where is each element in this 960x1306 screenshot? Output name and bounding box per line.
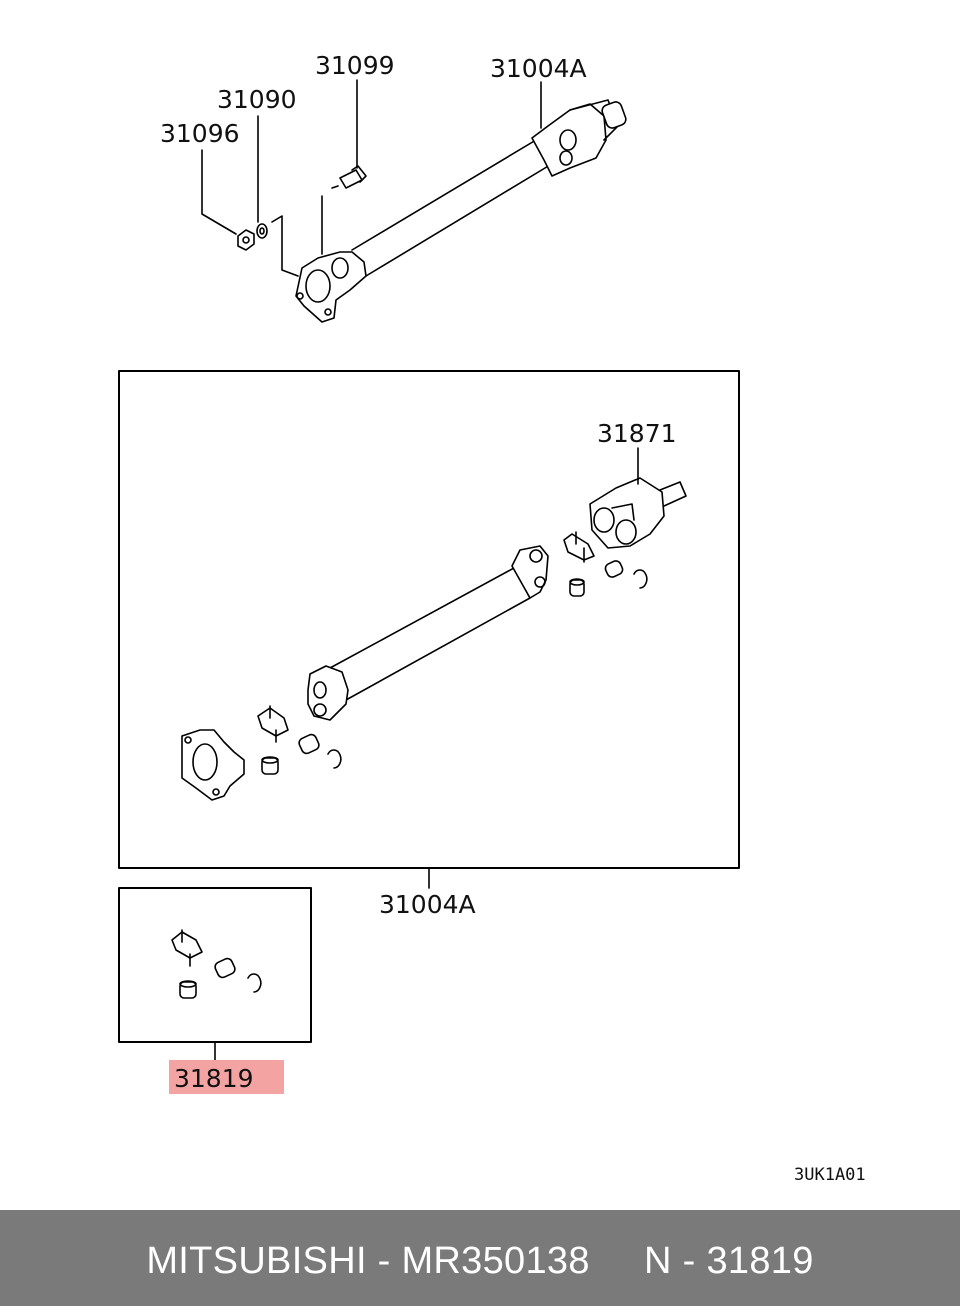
- bolt-31099: [331, 165, 367, 189]
- label-31096: 31096: [160, 119, 240, 148]
- leader-31096: [201, 149, 237, 235]
- universal-joint-set-right: [563, 531, 648, 597]
- propeller-shaft-exploded: [307, 545, 549, 721]
- parts-diagram: 31099 31004A 31090 31096 31871 31004A 31…: [118, 51, 866, 1185]
- label-31819: 31819: [174, 1064, 254, 1093]
- washer-31090: [256, 223, 268, 239]
- label-31871: 31871: [597, 419, 677, 448]
- footer-bar: MITSUBISHI - MR350138 N - 31819: [0, 1210, 960, 1306]
- universal-joint-set-left: [257, 705, 342, 775]
- label-31004a-assembly: 31004A: [379, 890, 476, 919]
- universal-joint-kit: [171, 929, 262, 999]
- nut-31096: [237, 229, 255, 251]
- label-31099: 31099: [315, 51, 395, 80]
- leader-bolt-bracket: [271, 215, 299, 277]
- label-31004a-top: 31004A: [490, 54, 587, 83]
- highlight-31819: [169, 1060, 284, 1094]
- flange-yoke-exploded: [181, 729, 245, 801]
- sleeve-yoke-31871: [589, 477, 687, 549]
- footer-part-info: MITSUBISHI - MR350138 N - 31819: [146, 1240, 814, 1282]
- propeller-shaft-installed: [295, 99, 627, 323]
- label-31090: 31090: [217, 85, 297, 114]
- diagram-code: 3UK1A01: [794, 1165, 866, 1185]
